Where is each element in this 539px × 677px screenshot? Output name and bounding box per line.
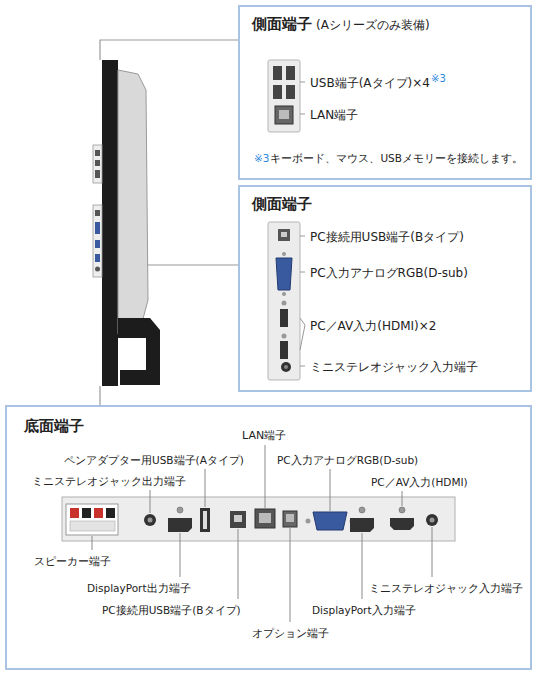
monitor-side-view xyxy=(93,60,160,386)
monitor-leader-lines xyxy=(100,40,238,405)
port-label: ミニステレオジャック出力端子 xyxy=(32,475,186,488)
panel-heading: 底面端子 xyxy=(24,417,84,435)
panel-heading: 側面端子 xyxy=(252,15,312,33)
port-label: LAN端子 xyxy=(310,108,358,122)
side-port-panel: 側面端子(Aシリーズのみ装備)USB端子(Aタイプ)×4※3LAN端子※3キーボ… xyxy=(238,5,532,180)
port-label: PC接続用USB端子(Bタイプ) xyxy=(310,230,464,244)
bottom-leader-lines xyxy=(92,445,432,622)
port-label: PC／AV入力(HDMI)×2 xyxy=(310,319,436,333)
port-label: LAN端子 xyxy=(242,429,286,442)
port-label: PC接続用USB端子(Bタイプ) xyxy=(102,604,241,617)
port-label: DisplayPort出力端子 xyxy=(87,582,191,595)
side-port-panel: 側面端子 PC接続用USB端子(Bタイプ) PC入力アナログRGB(D-sub) PC… xyxy=(238,185,532,392)
footnote-mark: ※3 xyxy=(431,73,446,85)
panel-note: (Aシリーズのみ装備) xyxy=(316,18,430,32)
port-label: ミニステレオジャック入力端子 xyxy=(369,582,523,595)
panel-heading: 側面端子 xyxy=(252,195,312,213)
footnote-mark: ※3 xyxy=(254,152,269,165)
port-label: ミニステレオジャック入力端子 xyxy=(310,360,478,374)
port-label: USB端子(Aタイプ)×4 xyxy=(310,76,430,90)
bottom-port-strip xyxy=(62,497,455,541)
port-label: PC／AV入力(HDMI) xyxy=(371,476,468,489)
label-leaders-b xyxy=(300,236,305,366)
label-leaders-a xyxy=(300,82,305,114)
port-label: ペンアダプター用USB端子(Aタイプ) xyxy=(64,454,244,467)
side-port-photo-a xyxy=(268,60,300,132)
footnote-text: キーボード、マウス、USBメモリーを接続します。 xyxy=(270,152,523,165)
port-label: オプション端子 xyxy=(252,627,329,640)
port-label: スピーカー端子 xyxy=(34,555,111,568)
port-label: DisplayPort入力端子 xyxy=(312,604,416,617)
port-label: PC入力アナログRGB(D-sub) xyxy=(277,454,418,467)
port-label: PC入力アナログRGB(D-sub) xyxy=(310,266,468,280)
side-port-photo-b xyxy=(268,222,300,380)
bottom-port-panel: 底面端子 LAN端子ペンアダプター用USB端子(Aタイプ) PC入力アナログRGB(… xyxy=(5,405,532,670)
